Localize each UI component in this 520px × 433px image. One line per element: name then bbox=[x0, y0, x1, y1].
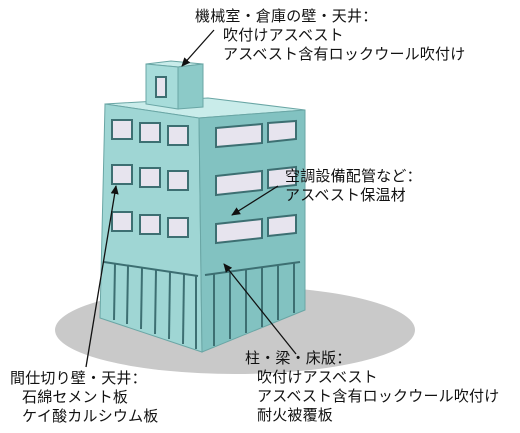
arrow-roof bbox=[181, 29, 215, 67]
arrow-column bbox=[223, 263, 297, 355]
rooftop-machine-room bbox=[145, 60, 204, 110]
callout-roof: 機械室・倉庫の壁・天井： 吹付けアスベスト アスベスト含有ロックウール吹付け bbox=[195, 7, 465, 64]
callout-column: 柱・梁・床版： 吹付けアスベスト アスベスト含有ロックウール吹付け 耐火被覆板 bbox=[245, 349, 499, 425]
callout-hvac-item: アスベスト保温材 bbox=[285, 186, 406, 204]
callout-partition-title: 間仕切り壁・天井： bbox=[10, 369, 147, 387]
arrow-hvac bbox=[231, 185, 279, 216]
front-windows bbox=[111, 119, 189, 238]
callout-column-item: アスベスト含有ロックウール吹付け bbox=[257, 387, 500, 405]
machine-room-window bbox=[155, 76, 167, 98]
callout-roof-title: 機械室・倉庫の壁・天井： bbox=[195, 7, 378, 25]
callout-column-item: 吹付けアスベスト bbox=[257, 368, 378, 386]
ground-floor-side bbox=[204, 261, 301, 346]
callout-roof-item: アスベスト含有ロックウール吹付け bbox=[223, 45, 466, 63]
callout-partition-item: ケイ酸カルシウム板 bbox=[22, 407, 159, 425]
ground-floor-front bbox=[103, 261, 199, 349]
building bbox=[99, 60, 306, 353]
callout-column-title: 柱・梁・床版： bbox=[245, 349, 352, 367]
callout-column-item: 耐火被覆板 bbox=[257, 406, 334, 424]
callout-partition: 間仕切り壁・天井： 石綿セメント板 ケイ酸カルシウム板 bbox=[10, 369, 159, 426]
callout-hvac-title: 空調設備配管など： bbox=[285, 167, 422, 185]
leader-arrows bbox=[85, 29, 297, 368]
callout-partition-item: 石綿セメント板 bbox=[22, 388, 129, 406]
arrow-partition bbox=[85, 185, 119, 368]
machine-room-side bbox=[177, 63, 204, 110]
callout-roof-item: 吹付けアスベスト bbox=[223, 26, 344, 44]
side-windows bbox=[215, 119, 297, 245]
callout-hvac: 空調設備配管など： アスベスト保温材 bbox=[285, 167, 422, 205]
